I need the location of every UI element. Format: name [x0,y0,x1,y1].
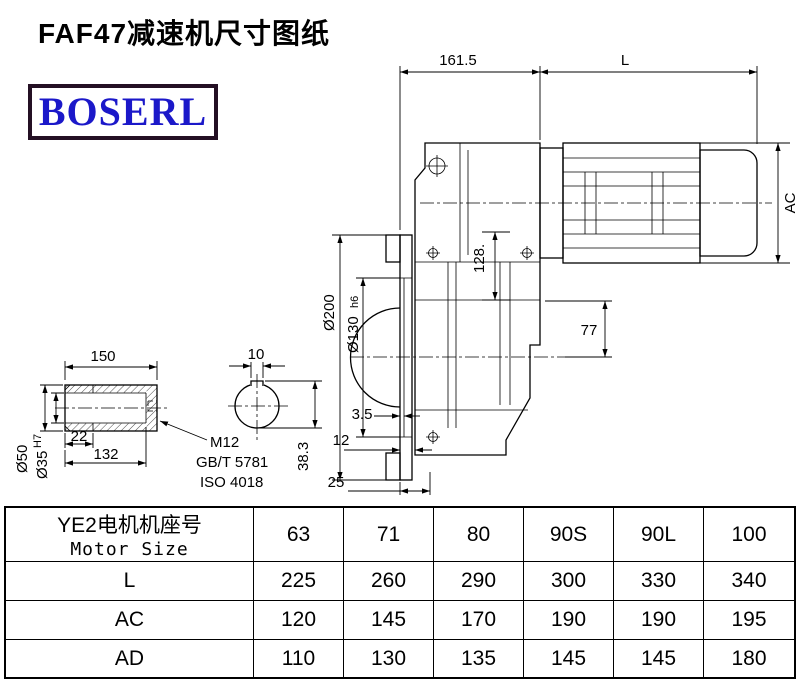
bolt-hole-symbols [426,155,534,444]
m12-leader-line [159,420,208,441]
dim-25-label: 25 [328,474,345,491]
col-header-90l: 90L [614,508,704,562]
tapped-hole-hidden-lines [147,400,157,412]
col-header-71: 71 [344,508,434,562]
table-cell: 300 [524,562,614,601]
dim-L-label: L [621,52,629,69]
table-cell: 130 [344,640,434,677]
dimension-labels: 161.5 L AC Ø200 Ø130 h6 128. 77 3.5 12 2… [14,52,799,491]
dim-161-5-label: 161.5 [439,52,477,69]
dim-3-5-label: 3.5 [352,406,373,423]
dim-77-label: 77 [581,322,598,339]
table-cell: 145 [524,640,614,677]
col-header-63: 63 [254,508,344,562]
dim-130-tolerance-label: h6 [349,296,361,308]
table-cell: 330 [614,562,704,601]
table-cell: 190 [524,601,614,640]
note-gbt-label: GB/T 5781 [196,454,268,471]
m12-note: M12 GB/T 5781 ISO 4018 [196,434,268,491]
brand-logo-text: BOSERL [38,89,208,134]
table-header-motor-size: YE2电机机座号 Motor Size [6,508,254,562]
page-title: FAF47减速机尺寸图纸 [38,18,331,49]
dim-35-tolerance-label: H7 [32,434,44,448]
gearbox-housing [414,142,541,456]
table-cell: 190 [614,601,704,640]
dimension-drawing: 161.5 L AC Ø200 Ø130 h6 128. 77 3.5 12 2… [14,52,799,495]
dim-128-label: 128. [471,244,488,273]
col-header-80: 80 [434,508,524,562]
note-iso-label: ISO 4018 [200,474,263,491]
col-header-100: 100 [704,508,794,562]
table-cell: 135 [434,640,524,677]
center-lines [55,202,772,440]
dim-10-label: 10 [248,346,265,363]
brand-logo: BOSERL [28,84,218,140]
table-cell: 340 [704,562,794,601]
dim-38-3-label: 38.3 [295,442,312,471]
table-cell: 145 [614,640,704,677]
dimension-lines [40,66,790,495]
table-cell: 170 [434,601,524,640]
row-label-AD: AD [6,640,254,677]
dim-35-label: Ø35 [34,451,51,479]
dim-200-label: Ø200 [321,294,338,331]
table-cell: 195 [704,601,794,640]
dim-50-label: Ø50 [14,445,31,473]
row-label-L: L [6,562,254,601]
table-header-en: Motor Size [70,539,189,560]
table-header-cn: YE2电机机座号 [57,514,202,537]
dim-AC-label: AC [782,192,799,213]
dim-150-label: 150 [90,348,115,365]
output-flange [349,234,413,481]
dim-22-label: 22 [71,428,88,445]
table-cell: 120 [254,601,344,640]
motor-size-table: YE2电机机座号 Motor Size 63 71 80 90S 90L 100… [4,506,796,679]
table-cell: 225 [254,562,344,601]
table-cell: 145 [344,601,434,640]
dim-12-label: 12 [333,432,350,449]
table-cell: 180 [731,646,767,670]
table-cell: 110 [254,640,344,677]
note-m12-label: M12 [210,434,239,451]
row-label-AC: AC [6,601,254,640]
dim-130-label: Ø130 [345,316,362,353]
table-cell: 260 [344,562,434,601]
fan-cover [699,149,758,257]
col-header-90s: 90S [524,508,614,562]
table-cell: 290 [434,562,524,601]
dim-132-label: 132 [93,446,118,463]
